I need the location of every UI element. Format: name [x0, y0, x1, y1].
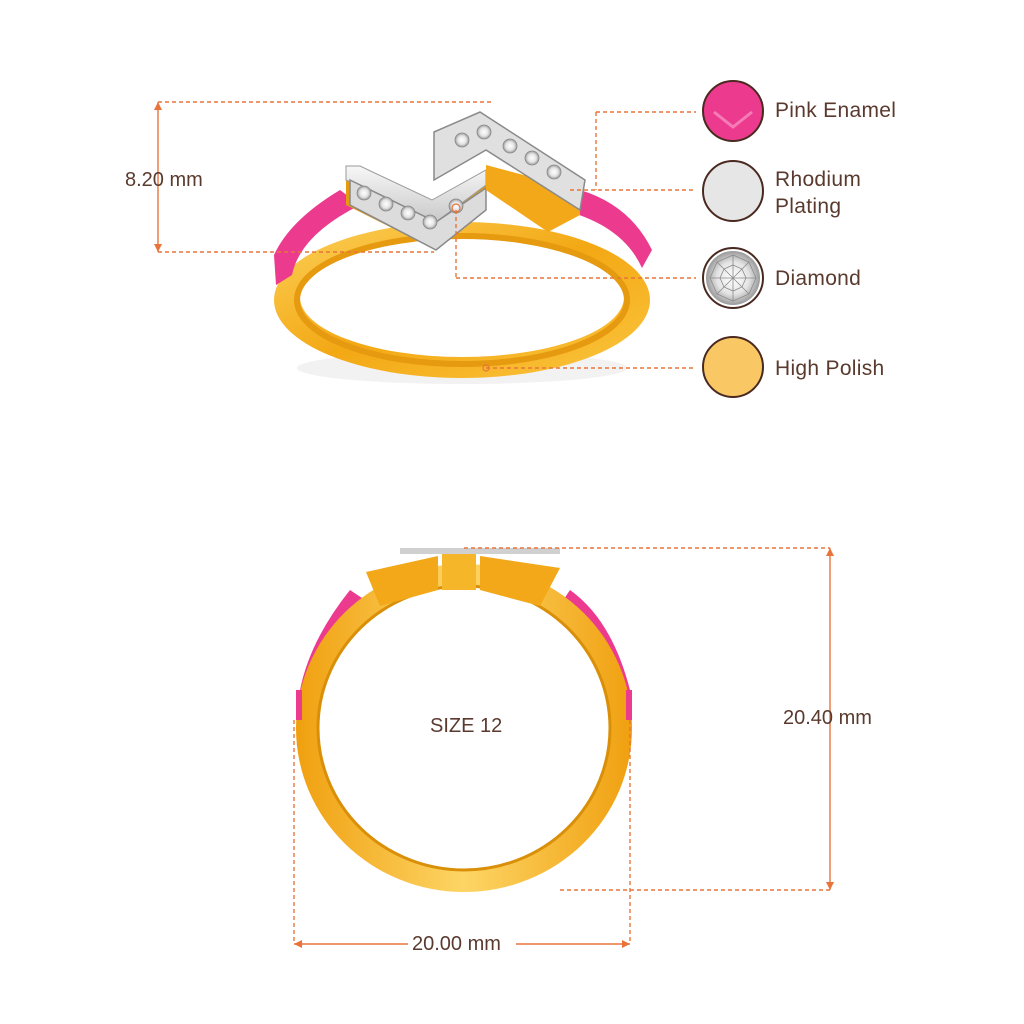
legend-label-diamond: Diamond [775, 267, 862, 290]
width-front-label: 20.00 mm [410, 933, 503, 955]
ring-front-view [296, 548, 632, 892]
rhodium-plating-swatch [702, 160, 764, 222]
dimension-arrows [154, 102, 834, 948]
legend-label-pink-enamel: Pink Enamel [775, 99, 897, 122]
height-top-label: 8.20 mm [125, 169, 203, 191]
dimension-lines [157, 101, 831, 945]
ring-top-view [274, 111, 652, 384]
diamond-swatch [702, 247, 764, 309]
height-front-label: 20.40 mm [783, 707, 872, 729]
leader-dots [451, 203, 490, 372]
legend-label-high-polish: High Polish [775, 357, 885, 380]
legend-label-rhodium-plating: Rhodium Plating [775, 168, 862, 218]
high-polish-swatch [702, 336, 764, 398]
size-label: SIZE 12 [430, 715, 503, 737]
pink-enamel-swatch [702, 80, 764, 142]
